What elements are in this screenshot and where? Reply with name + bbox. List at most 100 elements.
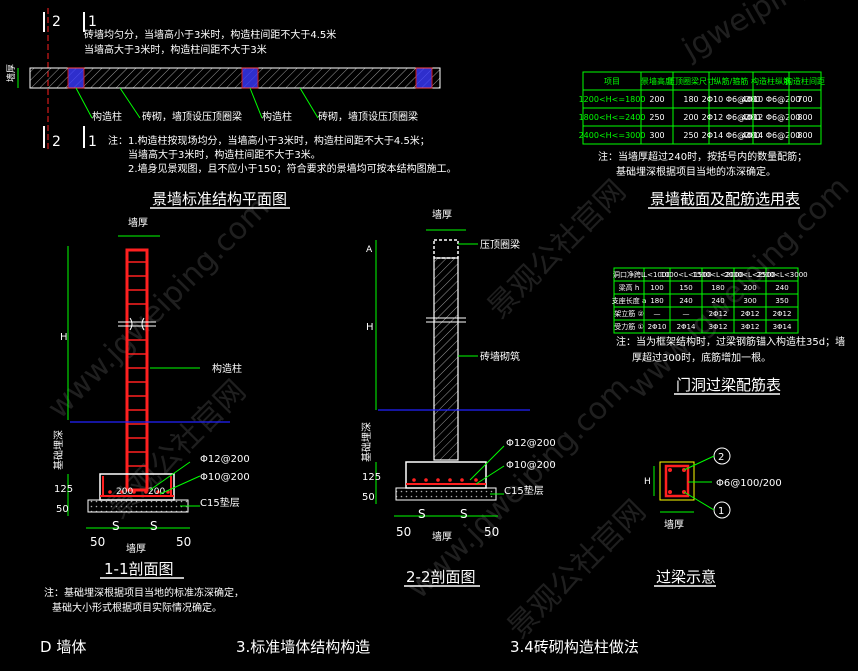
plan-label-brick-2: 砖砌，墙顶设压顶圈梁 (318, 110, 418, 123)
s22-wall (433, 257, 459, 461)
table-cell: 压顶圈梁尺寸 (667, 76, 715, 86)
footer-b: 3.标准墙体结构构造 (236, 638, 370, 656)
table-cell: 梁高 h (619, 283, 640, 292)
rebar-table-title: 景墙截面及配筋选用表 (650, 190, 800, 208)
table-cell: 800 (797, 113, 812, 122)
plan-label-column-2: 构造柱 (262, 110, 292, 123)
lintel-table-note-2: 厚超过300时，底筋增加一根。 (632, 351, 771, 364)
table-cell: 3Φ14 (773, 323, 792, 331)
s11-d200b: 200 (148, 487, 165, 497)
s11-dim-top: 墙厚 (128, 216, 148, 229)
section-1-1: 墙厚 H 构造柱 基础埋深 200 200 (44, 216, 250, 614)
table-cell: 180 (683, 95, 698, 104)
plan-view: 砖墙均匀分，当墙高小于3米时，构造柱间距不大于4.5米 当墙高大于3米时，构造柱… (5, 28, 457, 209)
s22-a-label: A (366, 245, 373, 255)
lintel-table-title: 门洞过梁配筋表 (676, 376, 781, 394)
table-cell: 2Φ12 (709, 310, 728, 318)
lintel-detail: 2 1 Φ6@100/200 H 墙厚 过梁示意 (644, 447, 782, 587)
table-cell: — (654, 310, 661, 318)
table-cell: 240 (711, 297, 724, 305)
s22-title: 2-2剖面图 (406, 568, 476, 586)
table-cell: 350 (775, 297, 788, 305)
s11-pad-label: C15垫层 (200, 496, 240, 509)
section-mark-1-top: 1 (88, 14, 97, 30)
s11-rebar-2: Φ10@200 (200, 472, 250, 483)
watermark-brand: jgweiping (676, 0, 819, 67)
table-cell: 2Φ10 (648, 323, 667, 331)
plan-note-top-1: 砖墙均匀分，当墙高小于3米时，构造柱间距不大于4.5米 (84, 28, 336, 41)
s22-dim-top: 墙厚 (432, 208, 452, 221)
plan-label-column-1: 构造柱 (92, 110, 122, 123)
section-mark-2-top: 2 (52, 14, 61, 30)
table-cell: 300 (743, 297, 756, 305)
plan-note-top-2: 当墙高大于3米时，构造柱间距不大于3米 (84, 43, 267, 56)
footer-c: 3.4砖砌构造柱做法 (510, 638, 639, 656)
table-cell: 100 (650, 284, 663, 292)
table-cell: 1000<L<1500 (660, 271, 711, 279)
footer-a: D 墙体 (40, 638, 86, 656)
table-cell: 1200<H<=1800 (579, 95, 646, 104)
plan-label-brick-1: 砖砌，墙顶设压顶圈梁 (142, 110, 242, 123)
s22-pad (395, 487, 497, 501)
s11-column (125, 248, 149, 492)
s11-bot-label: 墙厚 (126, 542, 146, 555)
s11-bot-50b: 50 (176, 535, 191, 549)
plan-wall (29, 67, 441, 89)
s11-grade-label: 基础埋深 (52, 430, 65, 470)
table-cell: 3Φ12 (709, 323, 728, 331)
s11-d125: 125 (54, 484, 73, 495)
s11-note-2: 基础大小形式根据项目实际情况确定。 (52, 601, 222, 614)
s22-cap-label: 压顶圈梁 (480, 238, 520, 251)
lintel-mark-2: 2 (718, 452, 724, 463)
table-cell: 景墙高度 (641, 76, 673, 86)
table-cell: 200 (649, 95, 664, 104)
table-cell: 200 (743, 284, 756, 292)
table-cell: 240 (775, 284, 788, 292)
s11-bot-s2: S (150, 519, 158, 533)
table-cell: 2Φ12 (741, 310, 760, 318)
table-cell: 架立筋 ② (614, 309, 644, 318)
lintel-section (664, 464, 690, 498)
lintel-table: 洞口净跨LL<10001000<L<15001500<L<20002000<L<… (612, 267, 808, 334)
plan-note-2: 当墙高大于3米时，构造柱间距不大于3米。 (128, 148, 321, 161)
lintel-stirrup: Φ6@100/200 (716, 478, 782, 489)
s11-title: 1-1剖面图 (104, 560, 174, 578)
table-cell: 支座长度 a (612, 296, 647, 305)
table-cell: 4Φ12 Φ6@200 (742, 113, 801, 122)
s22-bot-label: 墙厚 (432, 530, 452, 543)
watermark-cn-3: 景观公社官网 (501, 494, 653, 646)
s22-d50: 50 (362, 492, 375, 503)
s22-grade-label: 基础埋深 (360, 422, 373, 462)
table-cell: 3Φ12 (741, 323, 760, 331)
table-cell: 150 (679, 284, 692, 292)
table-cell: L<1000 (643, 271, 671, 279)
table-cell: 1800<H<=2400 (579, 113, 646, 122)
table-cell: 受力筋 ① (614, 322, 644, 331)
s11-bot-50a: 50 (90, 535, 105, 549)
s11-note-1: 注：基础埋深根据项目当地的标准冻深确定， (44, 586, 244, 599)
lintel-mark-1: 1 (718, 506, 724, 517)
table-cell: 700 (797, 95, 812, 104)
table-cell: 纵筋/箍筋 (714, 76, 749, 86)
plan-note-3: 2.墙身见景观图，且不应小于150；符合要求的景墙均可按本结构图施工。 (128, 162, 457, 175)
table-cell: 240 (679, 297, 692, 305)
plan-column-3 (415, 67, 433, 89)
table-cell: — (683, 310, 690, 318)
section-marks: 2 1 2 1 (43, 8, 97, 150)
table-cell: 4Φ10 Φ6@200 (742, 95, 801, 104)
lintel-h-label: H (644, 477, 651, 487)
s22-bot-50a: 50 (396, 525, 411, 539)
s11-d200a: 200 (116, 487, 133, 497)
s22-bot-50b: 50 (484, 525, 499, 539)
s11-d50: 50 (56, 504, 69, 515)
s22-d125: 125 (362, 472, 381, 483)
table-cell: 项目 (604, 77, 620, 86)
s22-rebar-2: Φ10@200 (506, 460, 556, 471)
table-cell: 180 (650, 297, 663, 305)
lintel-table-note-1: 注：当为框架结构时，过梁钢筋锚入构造柱35d；墙 (616, 335, 845, 348)
table-cell: 1500<L<2000 (692, 271, 743, 279)
table-cell: 200 (683, 113, 698, 122)
table-cell: 构造柱纵筋 (751, 76, 791, 86)
table-cell: 2Φ10 Φ6@200 (702, 95, 761, 104)
